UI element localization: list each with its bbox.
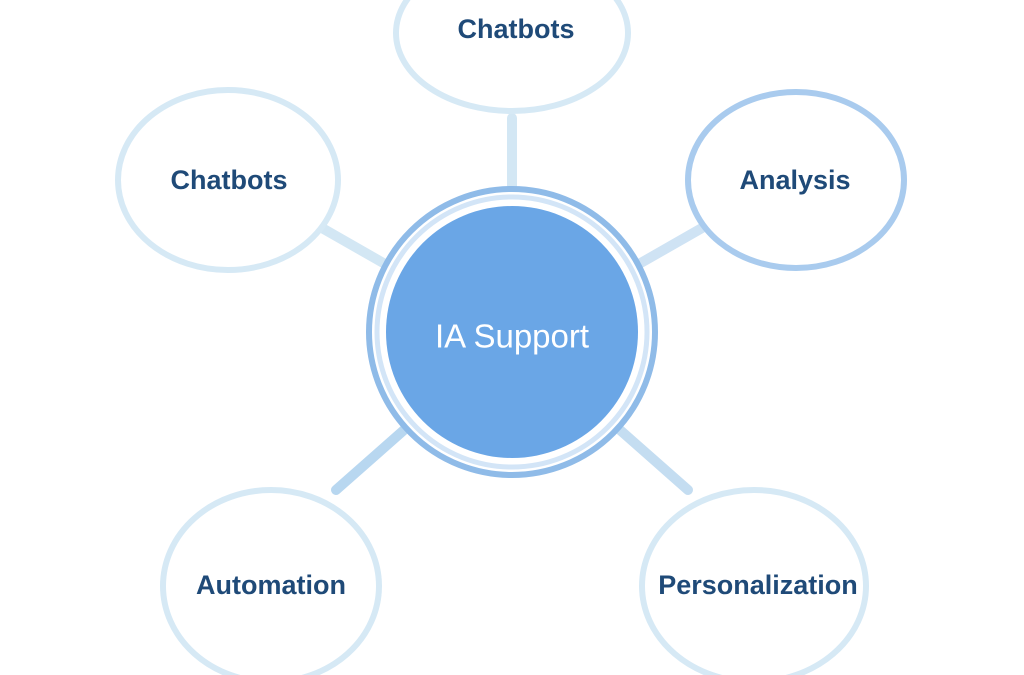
connector-lower-right: [615, 425, 693, 495]
connector-lower-left: [331, 425, 409, 495]
center-label: IA Support: [435, 318, 589, 355]
node-lower-right: Personalization: [639, 487, 869, 675]
connector-upper-right: [627, 223, 707, 273]
node-lower-left: Automation: [160, 487, 382, 675]
node-lower-right-circle: [639, 487, 869, 675]
node-lower-left-circle: [160, 487, 382, 675]
node-upper-left-label: Chatbots: [171, 165, 288, 195]
node-top-label: Chatbots: [458, 14, 575, 44]
node-lower-left-label: Automation: [196, 570, 346, 600]
node-top-circle: [393, 0, 631, 114]
node-upper-right: Analysis: [685, 89, 907, 271]
node-upper-right-label: Analysis: [739, 165, 850, 195]
center-circle: [386, 206, 638, 458]
connector-upper-left: [317, 223, 397, 273]
node-upper-left-circle: [115, 87, 341, 273]
node-center: IA Support: [366, 186, 658, 478]
node-lower-right-label: Personalization: [658, 570, 858, 600]
center-inner-ring: [374, 194, 650, 470]
node-upper-left: Chatbots: [115, 87, 341, 273]
node-upper-right-circle: [685, 89, 907, 271]
node-top: Chatbots: [393, 0, 631, 114]
